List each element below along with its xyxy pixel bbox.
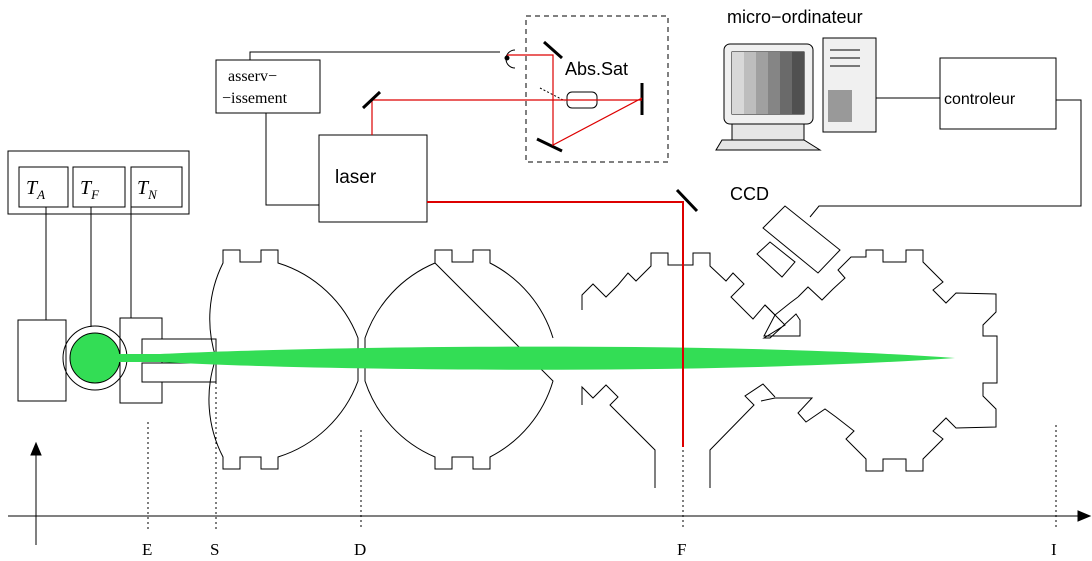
computer-label: micro−ordinateur (727, 7, 863, 27)
controller-unit: controleur (809, 57, 1082, 218)
thermo-label-f: TF (80, 177, 100, 202)
servo-label-2: −issement (222, 90, 288, 107)
abs-sat-label: Abs.Sat (565, 59, 628, 79)
abs-beamsplitter (539, 87, 566, 102)
ccd-camera: CCD (730, 184, 841, 278)
monitor-base (731, 123, 805, 141)
mirror-beam-down (675, 188, 699, 213)
keyboard (715, 139, 822, 151)
abs-mirror-top (543, 40, 563, 60)
screen-band-5 (780, 52, 792, 114)
laser-unit: laser (318, 134, 428, 223)
servo-to-detector-wire (249, 51, 500, 60)
marker-label-i: I (1051, 540, 1057, 559)
temperature-controllers: TA TF TN (7, 150, 190, 327)
chamber-4-joint (762, 313, 801, 339)
chamber-4-left-lower (760, 397, 776, 402)
servo-unit: asserv− −issement (215, 51, 500, 206)
thermo-box-f (72, 166, 126, 208)
computer: micro−ordinateur (715, 7, 940, 151)
chamber-4-outline (775, 249, 998, 472)
vacuum-chamber-3 (581, 252, 776, 488)
controller-label: controleur (944, 91, 1016, 108)
servo-box (215, 59, 321, 114)
thermo-label-a: TA (26, 177, 45, 202)
abs-sat-frame (525, 15, 669, 163)
ccd-lens (756, 241, 796, 278)
laser-label: laser (335, 167, 377, 188)
beam-return (507, 58, 553, 145)
chamber-3-outline (581, 252, 776, 488)
controller-box (939, 57, 1057, 130)
beam-to-abs (371, 99, 642, 135)
laser-box (318, 134, 428, 223)
controller-to-ccd-wire (809, 99, 1082, 218)
controllers-frame (7, 150, 190, 215)
ccd-body (762, 205, 841, 274)
screen-band-2 (744, 52, 756, 114)
atom-source (17, 317, 217, 404)
screen-band-6 (792, 52, 804, 114)
thermo-label-n: TN (137, 177, 158, 202)
laser-beam-paths (371, 54, 684, 447)
abs-mirror-bottom (536, 137, 563, 153)
marker-label-e: E (142, 540, 152, 559)
beam-to-jet (427, 201, 684, 447)
vertical-arrowhead (30, 441, 42, 456)
position-axis: E S D F I (8, 382, 1092, 559)
mirror-laser-top (361, 90, 382, 110)
saturated-absorption: Abs.Sat (504, 15, 669, 163)
marker-label-f: F (677, 540, 686, 559)
screen-band-3 (756, 52, 768, 114)
servo-to-laser-wire (265, 113, 319, 206)
screen-band-1 (732, 52, 744, 114)
chamber-3-lower-right (709, 383, 776, 488)
thermo-box-n (130, 166, 183, 208)
oven-block (17, 319, 67, 402)
marker-label-d: D (354, 540, 366, 559)
vacuum-chamber-4 (760, 249, 998, 472)
atomic-jet (118, 346, 955, 370)
marker-label-s: S (210, 540, 219, 559)
photodiode-dot (504, 55, 510, 61)
oven-reservoir (69, 332, 121, 384)
ccd-label: CCD (730, 184, 769, 204)
collimator-lower (141, 362, 217, 383)
screen-band-4 (768, 52, 780, 114)
chamber-2-outline (364, 249, 554, 470)
servo-label-1: asserv− (228, 68, 277, 85)
thermo-box-a (18, 166, 69, 208)
chamber-4-left-upper (764, 296, 799, 316)
tower-vent (828, 90, 852, 122)
axis-arrowhead (1077, 510, 1092, 522)
